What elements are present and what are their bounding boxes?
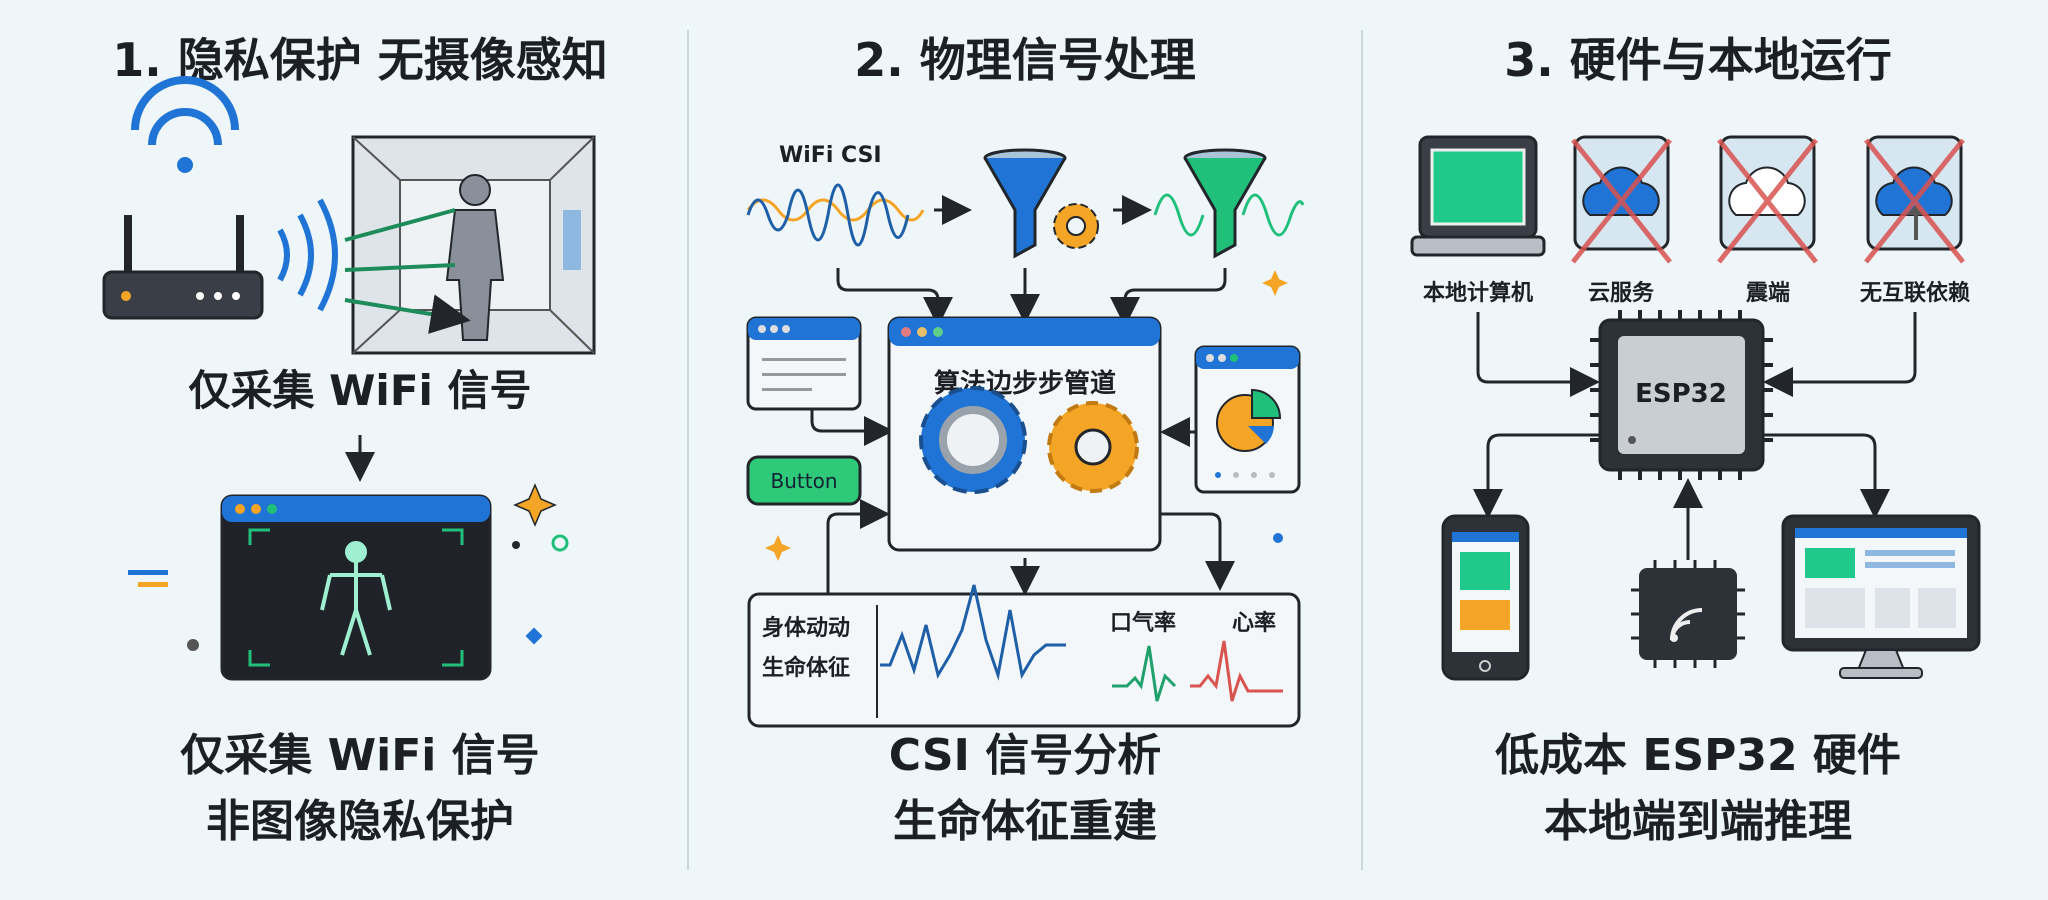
filtered-wave xyxy=(1153,193,1305,237)
panel-privacy: 1. 隐私保护 无摄像感知 仅采集 WiFi 信号 xyxy=(102,33,608,847)
skeleton-screen-window xyxy=(220,494,492,681)
motion-waveform xyxy=(880,584,1066,681)
arrow xyxy=(1763,312,1917,397)
gear-blue-icon xyxy=(919,386,1027,494)
funnel-green-icon xyxy=(1183,148,1267,259)
vitals-label: 生命体征 xyxy=(762,655,850,681)
icon-label: 云服务 xyxy=(1588,281,1655,306)
gear-orange-icon xyxy=(1047,401,1139,493)
skeleton-icon xyxy=(320,541,392,656)
sparkle-decorations xyxy=(128,483,569,651)
list-window xyxy=(746,316,862,411)
panel-title: 2. 物理信号处理 xyxy=(854,33,1196,87)
cloud-service-icon xyxy=(1571,135,1672,264)
sparkle xyxy=(1262,270,1288,296)
sparkle xyxy=(765,535,791,561)
panel-title: 3. 硬件与本地运行 xyxy=(1504,33,1892,87)
arrow xyxy=(1763,433,1890,519)
wifi-module-icon xyxy=(1631,560,1745,668)
arrow xyxy=(1160,512,1235,591)
router-icon xyxy=(102,76,338,320)
arrow xyxy=(1476,312,1600,397)
vitals-panel: 身体动动 生命体征 口气率 心率 xyxy=(747,584,1301,728)
heart-rate-label: 心率 xyxy=(1232,610,1276,636)
esp32-chip-icon: ESP32 xyxy=(1590,310,1773,480)
laptop-icon xyxy=(1410,135,1546,257)
cloud-upload-icon xyxy=(1864,135,1965,264)
breath-rate-label: 口气率 xyxy=(1110,610,1176,636)
csi-wave-orange xyxy=(746,198,925,222)
wifi-csi-label: WiFi CSI xyxy=(779,143,882,168)
footer-line: 生命体征重建 xyxy=(893,796,1157,847)
footer-line: 非图像隐私保护 xyxy=(206,796,514,847)
icon-label: 本地计算机 xyxy=(1423,280,1533,306)
pie-chart-window xyxy=(1194,345,1301,494)
phone-icon xyxy=(1441,514,1530,681)
privacy-caption: 仅采集 WiFi 信号 xyxy=(188,366,531,415)
footer-line: 本地端到端推理 xyxy=(1544,796,1852,847)
chip-label: ESP32 xyxy=(1635,379,1727,409)
arrow xyxy=(810,409,894,446)
pipeline-window: 算法边步步管道 xyxy=(887,316,1162,552)
footer-line: 低成本 ESP32 硬件 xyxy=(1495,730,1901,781)
footer-line: 仅采集 WiFi 信号 xyxy=(180,730,539,781)
icon-label: 无互联依赖 xyxy=(1860,280,1970,306)
panel-signal-processing: 2. 物理信号处理 WiFi CSI xyxy=(746,33,1305,847)
csi-wave-blue xyxy=(746,183,910,247)
gear-small-icon xyxy=(1053,203,1099,249)
dot xyxy=(1273,533,1283,543)
arrow xyxy=(836,268,953,327)
arrow xyxy=(1110,268,1227,327)
arrow xyxy=(1473,433,1600,519)
room-person-icon xyxy=(344,135,596,355)
button-label[interactable]: Button xyxy=(771,469,838,493)
arrow xyxy=(826,499,890,594)
breath-waveform xyxy=(1112,645,1177,702)
vitals-label: 身体动动 xyxy=(762,615,850,641)
footer-line: CSI 信号分析 xyxy=(889,730,1162,781)
monitor-icon xyxy=(1781,514,1981,679)
cloud-outline-icon xyxy=(1717,135,1818,264)
panel-hardware: 3. 硬件与本地运行 本地计算机 云服务 震端 无互联依赖 xyxy=(1410,33,1981,847)
heart-waveform xyxy=(1190,640,1283,702)
sample-button[interactable]: Button xyxy=(746,455,862,506)
funnel-blue-icon xyxy=(983,148,1067,259)
icon-label: 震端 xyxy=(1746,281,1790,306)
